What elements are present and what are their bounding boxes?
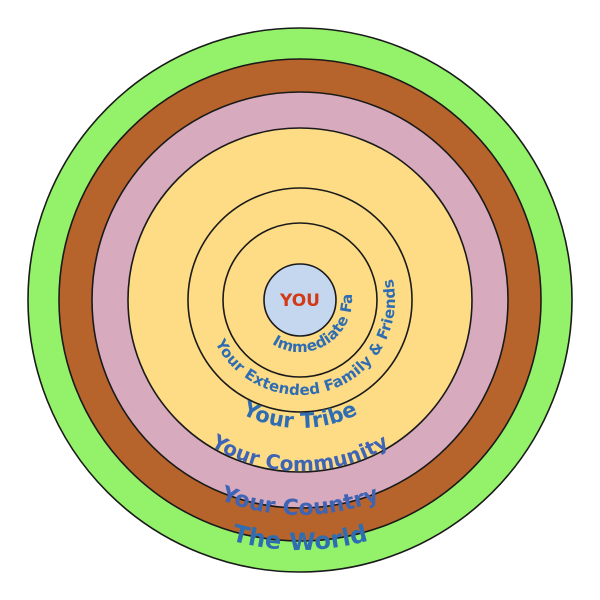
center-you-circle xyxy=(263,263,337,337)
center-you-label: YOU xyxy=(279,291,320,311)
